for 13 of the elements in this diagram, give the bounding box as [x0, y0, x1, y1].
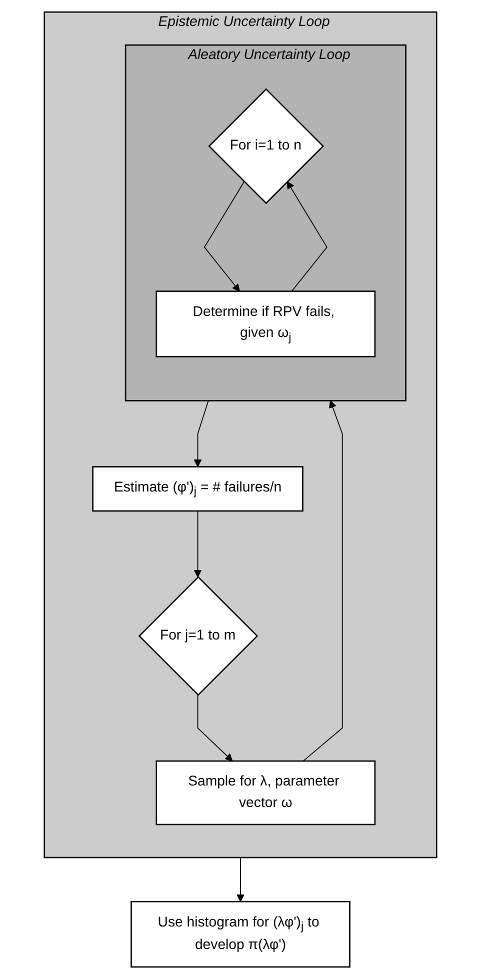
- node-diamond: For j=1 to m: [138, 576, 258, 696]
- arrow: [197, 694, 233, 762]
- node-box: Use histogram for (λφ')$_{j}$ to develop π(λφ'): [130, 900, 350, 968]
- node-box: Sample for λ, parameter vector ω: [156, 760, 376, 826]
- node-box: Estimate (φ')$_{j}$ = # failures/n: [92, 466, 304, 512]
- node-diamond: For i=1 to n: [208, 88, 324, 204]
- arrow: [194, 400, 209, 468]
- arrow: [302, 400, 343, 762]
- arrow: [286, 181, 328, 292]
- arrow: [194, 510, 202, 578]
- arrow: [236, 857, 244, 902]
- node-box: Determine if RPV fails, given ω$_{j}$: [156, 290, 376, 358]
- arrow: [204, 181, 245, 292]
